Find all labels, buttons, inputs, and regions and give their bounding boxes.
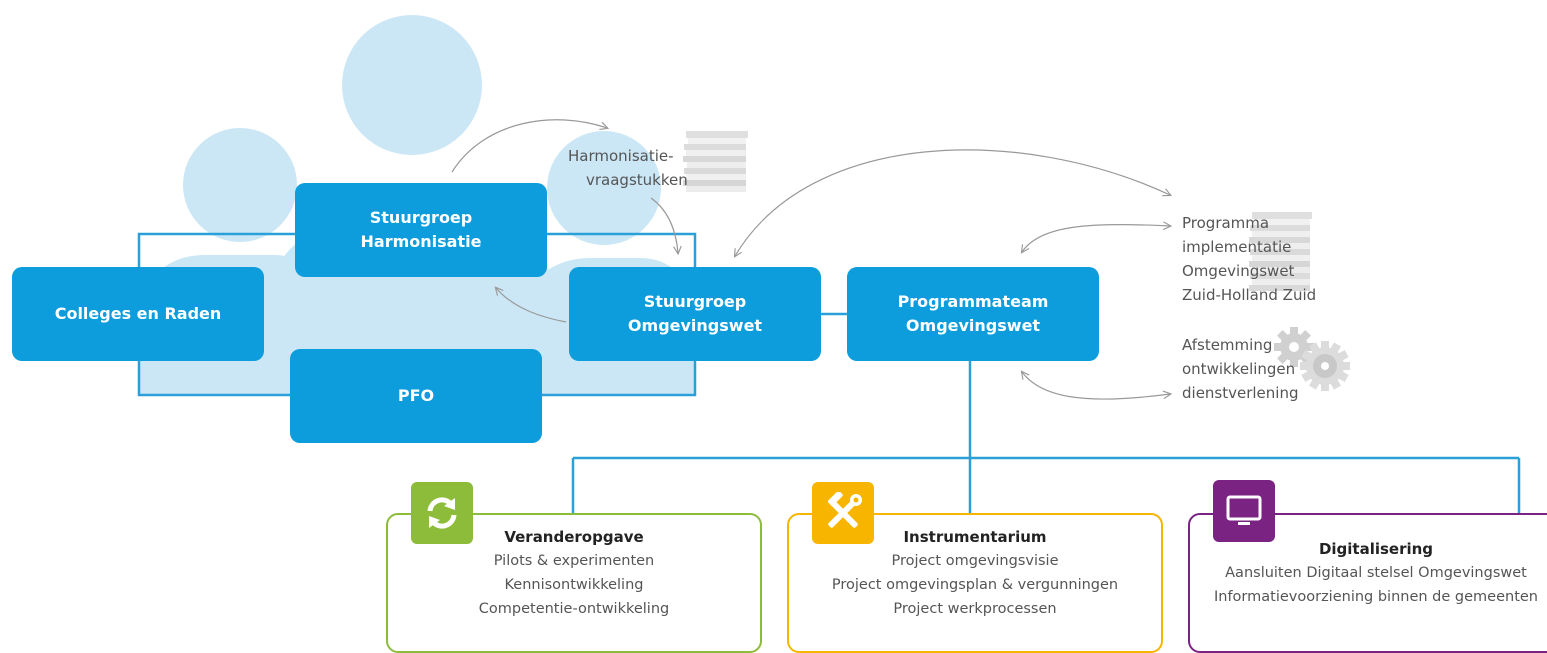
box-label: Colleges en Raden <box>54 304 222 323</box>
gears-icon <box>1274 327 1350 391</box>
person-head-center <box>342 15 482 155</box>
card-title: Instrumentarium <box>903 528 1047 546</box>
person-head-left <box>183 128 297 242</box>
card-title: Digitalisering <box>1318 540 1434 558</box>
card-line: Informatievoorziening binnen de gemeente… <box>1213 589 1538 605</box>
programmateam-omgevingswet-box[interactable]: Programmateam Omgevingswet <box>847 267 1099 361</box>
arrow-programma-programmateam <box>1022 225 1170 252</box>
harmonisatie-vraagstukken-note: Harmonisatie- vraagstukken <box>568 147 688 189</box>
arrow-programma-stuurgroep <box>735 149 1170 256</box>
card-line: Project omgevingsplan & vergunningen <box>831 577 1119 593</box>
stuurgroep-omgevingswet-box[interactable]: Stuurgroep Omgevingswet <box>569 267 821 361</box>
card-line: Aansluiten Digitaal stelsel Omgevingswet <box>1225 565 1527 581</box>
person-head-right <box>547 131 661 245</box>
card-line: Kennisontwikkeling <box>504 577 644 593</box>
card-line: Competentie-ontwikkeling <box>478 601 670 617</box>
document-stack-icon <box>1249 212 1312 291</box>
monitor-icon <box>1213 480 1275 542</box>
refresh-icon <box>411 482 473 544</box>
card-line: Project omgevingsvisie <box>891 553 1059 569</box>
card-line: Pilots & experimenten <box>493 553 655 569</box>
pfo-box[interactable]: PFO <box>290 349 542 443</box>
programma-note: Programma implementatie Omgevingswet Zui… <box>1182 214 1317 304</box>
box-label: PFO <box>397 386 435 405</box>
arrow-afstemming-programmateam <box>1022 372 1170 400</box>
card-title: Veranderopgave <box>504 528 644 546</box>
box-label: Stuurgroep Omgevingswet <box>627 292 763 335</box>
arrow-stuurgroep-to-harmonisatie <box>496 288 567 323</box>
box-label: Programmateam Omgevingswet <box>897 292 1049 335</box>
arrow-stapel-to-stuurgroep <box>650 197 678 253</box>
curved-arrows <box>451 119 1170 400</box>
stuurgroep-harmonisatie-box[interactable]: Stuurgroep Harmonisatie <box>295 183 547 277</box>
afstemming-note: Afstemming ontwikkelingen dienstverlenin… <box>1182 336 1299 402</box>
document-stack-icon <box>683 131 748 192</box>
card-line: Project werkprocessen <box>893 601 1057 617</box>
arrow-harmonisatie-to-stapel <box>451 119 607 173</box>
box-label: Stuurgroep Harmonisatie <box>360 208 482 251</box>
colleges-en-raden-box[interactable]: Colleges en Raden <box>12 267 264 361</box>
tools-icon <box>812 482 874 544</box>
